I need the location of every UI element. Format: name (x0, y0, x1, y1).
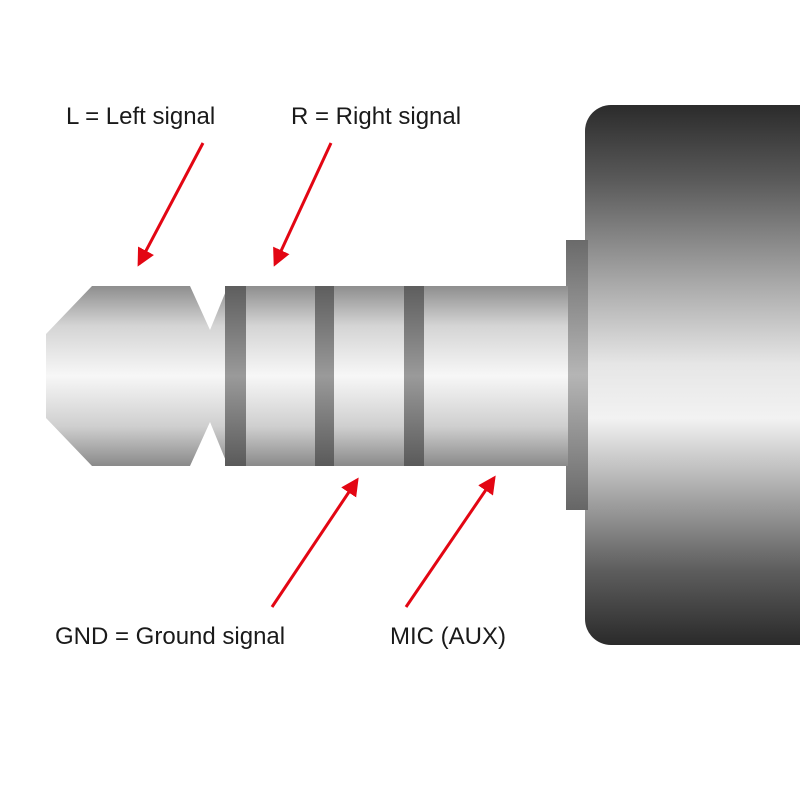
plug-tip (46, 286, 228, 466)
left-signal-label: L = Left signal (66, 103, 215, 130)
right-signal-label: R = Right signal (291, 103, 461, 130)
right-signal-arrow (273, 142, 333, 267)
mic-arrow (404, 475, 496, 608)
ground-signal-arrow (270, 477, 359, 608)
plug-shaft (225, 286, 568, 466)
plug-housing (585, 105, 800, 645)
ground-signal-label: GND = Ground signal (55, 623, 285, 650)
insulator-ring-2 (315, 286, 334, 466)
left-signal-arrow (137, 142, 205, 267)
plug-collar (566, 240, 588, 510)
mic-label: MIC (AUX) (390, 623, 506, 650)
insulator-ring-3 (404, 286, 424, 466)
insulator-ring-1 (225, 286, 246, 466)
